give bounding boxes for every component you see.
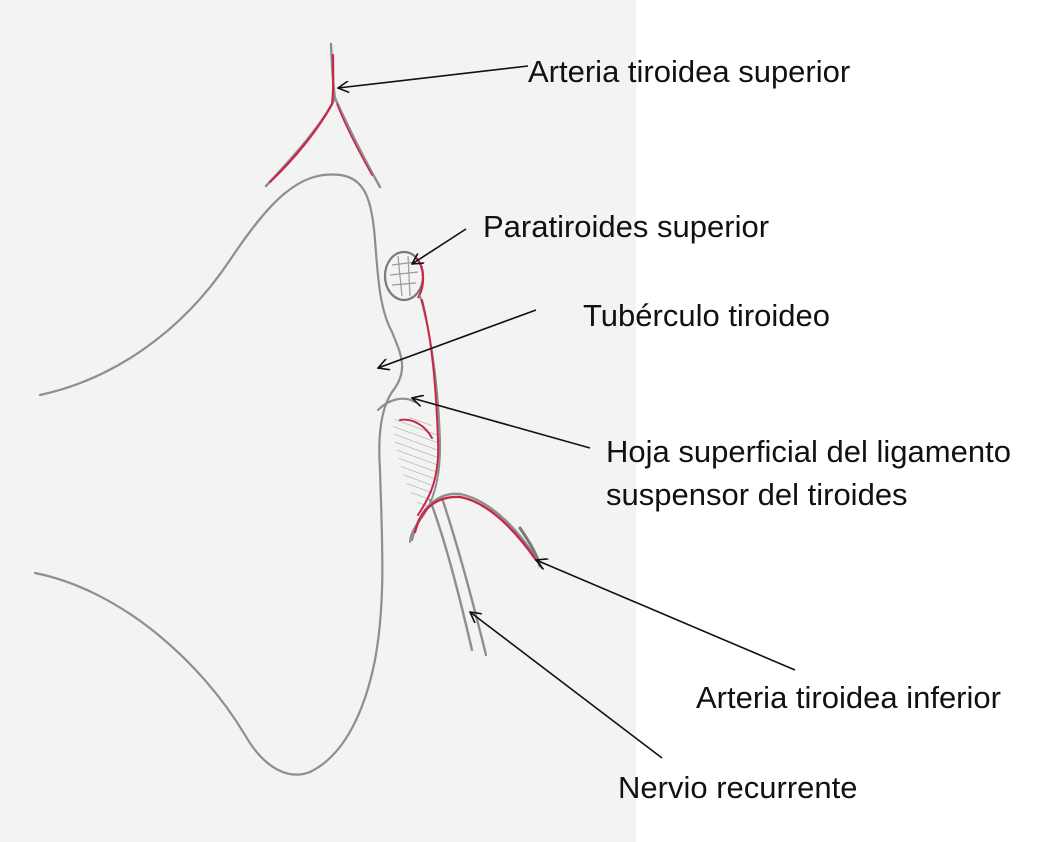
label-arteria-tiroidea-superior: Arteria tiroidea superior — [528, 54, 850, 90]
label-tuberculo-tiroideo: Tubérculo tiroideo — [583, 298, 830, 334]
label-hoja-superficial-line1: Hoja superficial del ligamento — [606, 434, 1011, 470]
label-hoja-superficial-line2: suspensor del tiroides — [606, 477, 908, 513]
label-arteria-tiroidea-inferior: Arteria tiroidea inferior — [696, 680, 1001, 716]
label-paratiroides-superior: Paratiroides superior — [483, 209, 769, 245]
label-nervio-recurrente: Nervio recurrente — [618, 770, 857, 806]
